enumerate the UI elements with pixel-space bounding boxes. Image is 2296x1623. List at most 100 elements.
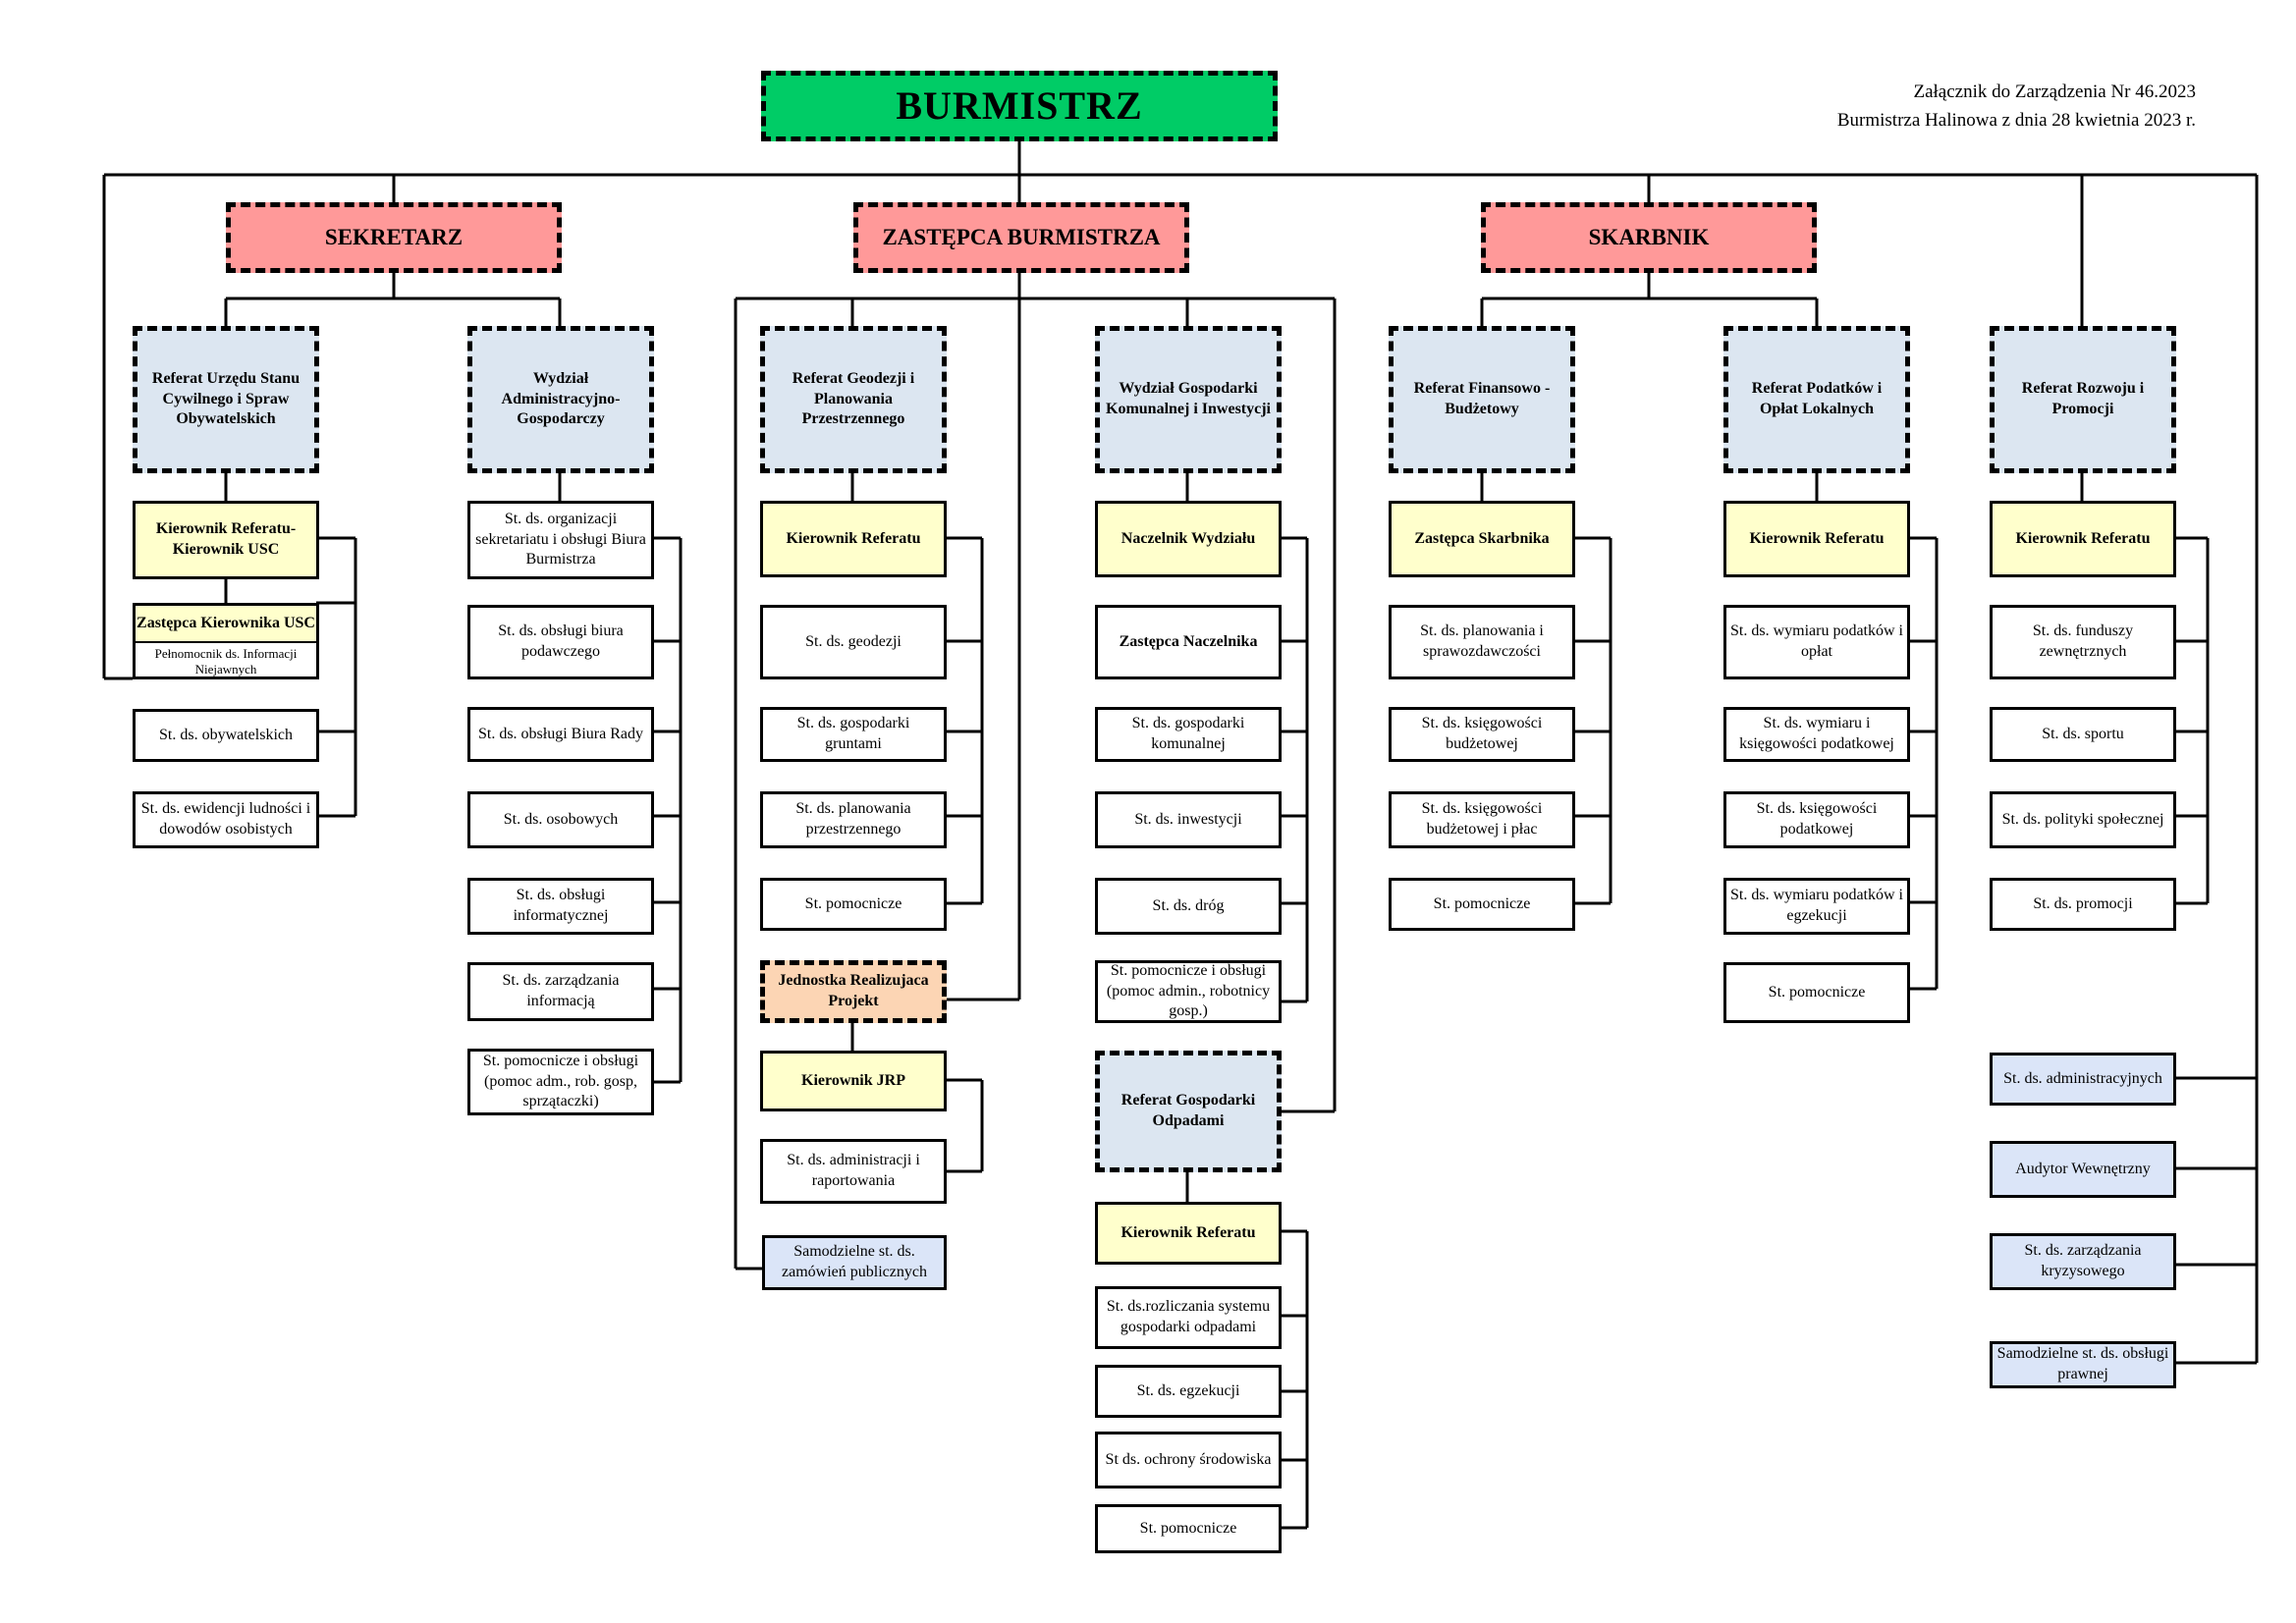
geo-item-1-label: St. ds. geodezji xyxy=(805,632,902,650)
fin-zastepca-skarbnika: Zastępca Skarbnika xyxy=(1389,501,1575,577)
fin-item-1: St. ds. planowania i sprawozdawczości xyxy=(1389,605,1575,679)
gki-item-4: St. pomocnicze i obsługi (pomoc admin., … xyxy=(1095,960,1282,1023)
usc-item-2-label: St. ds. ewidencji ludności i dowodów oso… xyxy=(140,800,311,838)
gki-item-2: St. ds. inwestycji xyxy=(1095,791,1282,848)
fin-item-4-label: St. pomocnicze xyxy=(1433,894,1531,912)
odp-item-4: St. pomocnicze xyxy=(1095,1504,1282,1553)
pol-item-5: St. pomocnicze xyxy=(1723,962,1910,1023)
geo-item-2-label: St. ds. gospodarki gruntami xyxy=(796,715,910,752)
geo-item-3: St. ds. planowania przestrzennego xyxy=(760,791,947,848)
wag-item-6: St. ds. zarządzania informacją xyxy=(467,962,654,1021)
geo-item-4: St. pomocnicze xyxy=(760,878,947,931)
zamowienia-publiczne: Samodzielne st. ds. zamówień publicznych xyxy=(762,1235,947,1290)
jrp-label: Jednostka Realizujaca Projekt xyxy=(778,972,929,1009)
wag-item-7: St. pomocnicze i obsługi (pomoc adm., ro… xyxy=(467,1049,654,1115)
annex-line-2: Burmistrza Halinowa z dnia 28 kwietnia 2… xyxy=(1836,109,2196,131)
wag-item-5: St. ds. obsługi informatycznej xyxy=(467,878,654,935)
wag-item-7-label: St. pomocnicze i obsługi (pomoc adm., ro… xyxy=(482,1052,639,1110)
pol-item-3-label: St. ds. księgowości podatkowej xyxy=(1756,800,1878,838)
independent-1: St. ds. administracyjnych xyxy=(1990,1053,2176,1106)
unit-wag-label: Wydział Administracyjno-Gospodarczy xyxy=(501,369,621,428)
unit-pol-label: Referat Podatków i Opłat Lokalnych xyxy=(1751,380,1883,417)
gki-item-1-label: St. ds. gospodarki komunalnej xyxy=(1131,715,1245,752)
odp-item-2-label: St. ds. egzekucji xyxy=(1136,1381,1240,1399)
odp-item-1: St. ds.rozliczania systemu gospodarki od… xyxy=(1095,1286,1282,1349)
unit-gki-label: Wydział Gospodarki Komunalnej i Inwestyc… xyxy=(1106,380,1271,417)
independent-1-label: St. ds. administracyjnych xyxy=(2003,1069,2162,1087)
jrp-kierownik: Kierownik JRP xyxy=(760,1051,947,1111)
gki-zastepca-label: Zastępca Naczelnika xyxy=(1119,632,1258,650)
pol-item-4-label: St. ds. wymiaru podatków i egzekucji xyxy=(1730,887,1903,924)
odp-kierownik-label: Kierownik Referatu xyxy=(1121,1223,1256,1241)
fin-item-2-label: St. ds. księgowości budżetowej xyxy=(1421,715,1543,752)
odp-item-2: St. ds. egzekucji xyxy=(1095,1365,1282,1418)
geo-kierownik: Kierownik Referatu xyxy=(760,501,947,577)
independent-2: Audytor Wewnętrzny xyxy=(1990,1141,2176,1198)
rip-item-2-label: St. ds. sportu xyxy=(2042,725,2124,742)
wag-item-3: St. ds. obsługi Biura Rady xyxy=(467,707,654,762)
usc-zastepca: Zastępca Kierownika USC xyxy=(136,606,316,643)
fin-item-3-label: St. ds. księgowości budżetowej i płac xyxy=(1421,800,1543,838)
usc-item-1: St. ds. obywatelskich xyxy=(133,709,319,762)
zamowienia-label: Samodzielne st. ds. zamówień publicznych xyxy=(782,1243,927,1280)
fin-item-3: St. ds. księgowości budżetowej i płac xyxy=(1389,791,1575,848)
odp-item-4-label: St. pomocnicze xyxy=(1139,1519,1237,1537)
skarbnik-box: SKARBNIK xyxy=(1481,202,1817,273)
pol-item-2: St. ds. wymiaru i księgowości podatkowej xyxy=(1723,707,1910,762)
wag-item-5-label: St. ds. obsługi informatycznej xyxy=(513,887,609,924)
unit-gospodarki-odpadami: Referat Gospodarki Odpadami xyxy=(1095,1051,1282,1172)
gki-item-2-label: St. ds. inwestycji xyxy=(1134,810,1242,828)
odp-kierownik: Kierownik Referatu xyxy=(1095,1202,1282,1265)
rip-kierownik-label: Kierownik Referatu xyxy=(2015,529,2151,547)
rip-item-3-label: St. ds. polityki społecznej xyxy=(2001,810,2164,828)
fin-zastepca-label: Zastępca Skarbnika xyxy=(1414,529,1550,547)
independent-3: St. ds. zarządzania kryzysowego xyxy=(1990,1233,2176,1290)
jrp-item-1-label: St. ds. administracji i raportowania xyxy=(787,1152,920,1189)
usc-pelnomocnik: Pełnomocnik ds. Informacji Niejawnych xyxy=(154,646,298,676)
usc-kierownik: Kierownik Referatu- Kierownik USC xyxy=(133,501,319,579)
odp-item-3: St ds. ochrony środowiska xyxy=(1095,1432,1282,1488)
wag-item-6-label: St. ds. zarządzania informacją xyxy=(502,972,620,1009)
annex-note: Załącznik do Zarządzenia Nr 46.2023 Burm… xyxy=(1837,79,2196,135)
unit-odp-label: Referat Gospodarki Odpadami xyxy=(1121,1092,1256,1129)
fin-item-4: St. pomocnicze xyxy=(1389,878,1575,931)
unit-podatkow: Referat Podatków i Opłat Lokalnych xyxy=(1723,326,1910,473)
geo-item-4-label: St. pomocnicze xyxy=(804,894,902,912)
unit-gospodarki-komunalnej: Wydział Gospodarki Komunalnej i Inwestyc… xyxy=(1095,326,1282,473)
jrp-item-1: St. ds. administracji i raportowania xyxy=(760,1139,947,1204)
sekretarz-box: SEKRETARZ xyxy=(226,202,562,273)
unit-fin-label: Referat Finansowo - Budżetowy xyxy=(1413,380,1551,417)
rip-item-4-label: St. ds. promocji xyxy=(2033,894,2133,912)
fin-item-2: St. ds. księgowości budżetowej xyxy=(1389,707,1575,762)
wag-item-2: St. ds. obsługi biura podawczego xyxy=(467,605,654,679)
usc-item-1-label: St. ds. obywatelskich xyxy=(159,726,293,743)
pol-item-3: St. ds. księgowości podatkowej xyxy=(1723,791,1910,848)
gki-item-1: St. ds. gospodarki komunalnej xyxy=(1095,707,1282,762)
gki-zastepca: Zastępca Naczelnika xyxy=(1095,605,1282,679)
usc-item-2: St. ds. ewidencji ludności i dowodów oso… xyxy=(133,791,319,848)
rip-item-3: St. ds. polityki społecznej xyxy=(1990,791,2176,848)
independent-4: Samodzielne st. ds. obsługi prawnej xyxy=(1990,1341,2176,1388)
wag-item-3-label: St. ds. obsługi Biura Rady xyxy=(477,725,643,742)
pol-item-4: St. ds. wymiaru podatków i egzekucji xyxy=(1723,878,1910,935)
odp-item-1-label: St. ds.rozliczania systemu gospodarki od… xyxy=(1106,1298,1271,1335)
pol-kierownik-label: Kierownik Referatu xyxy=(1749,529,1885,547)
gki-item-3-label: St. ds. dróg xyxy=(1152,896,1225,914)
usc-kierownik-label: Kierownik Referatu- Kierownik USC xyxy=(155,520,297,558)
sekretarz-label: SEKRETARZ xyxy=(324,225,464,250)
wag-item-2-label: St. ds. obsługi biura podawczego xyxy=(498,622,624,660)
unit-geo-label: Referat Geodezji i Planowania Przestrzen… xyxy=(792,369,915,428)
gki-naczelnik-label: Naczelnik Wydziału xyxy=(1121,529,1256,547)
usc-zastepca-box: Zastępca Kierownika USC Pełnomocnik ds. … xyxy=(133,603,319,679)
wag-item-1: St. ds. organizacji sekretariatu i obsłu… xyxy=(467,501,654,579)
unit-geodezji: Referat Geodezji i Planowania Przestrzen… xyxy=(760,326,947,473)
unit-rozwoju: Referat Rozwoju i Promocji xyxy=(1990,326,2176,473)
rip-item-1: St. ds. funduszy zewnętrznych xyxy=(1990,605,2176,679)
pol-kierownik: Kierownik Referatu xyxy=(1723,501,1910,577)
odp-item-3-label: St ds. ochrony środowiska xyxy=(1105,1450,1272,1468)
rip-kierownik: Kierownik Referatu xyxy=(1990,501,2176,577)
gki-item-4-label: St. pomocnicze i obsługi (pomoc admin., … xyxy=(1106,961,1271,1020)
gki-item-3: St. ds. dróg xyxy=(1095,878,1282,935)
geo-item-1: St. ds. geodezji xyxy=(760,605,947,679)
